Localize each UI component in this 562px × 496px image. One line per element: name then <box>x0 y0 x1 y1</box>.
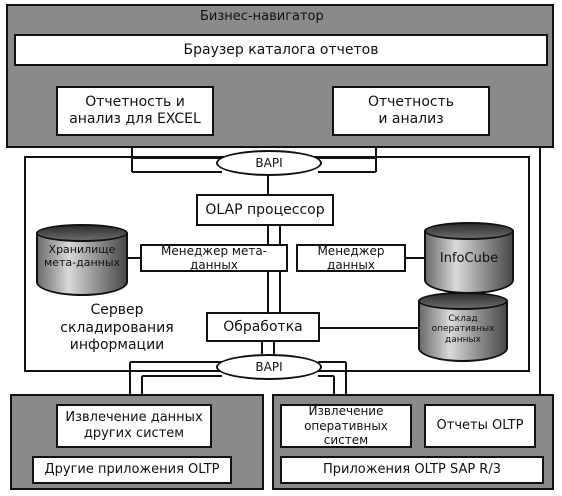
reporting-analysis-box: Отчетность и анализ <box>332 86 490 136</box>
server-label: Сервер складирования информации <box>60 302 174 353</box>
other-oltp-apps-box: Другие приложения OLTP <box>32 456 232 484</box>
metadata-manager-box: Менеджер мета-данных <box>140 244 288 272</box>
infocube-cylinder: InfoCube <box>424 222 514 294</box>
metadata-storage-cylinder: Хранилище мета-данных <box>36 224 128 296</box>
ods-cylinder: Склад оперативных данных <box>418 292 508 362</box>
bapi-top-ellipse: BAPI <box>216 150 322 176</box>
oltp-reports-box: Отчеты OLTP <box>424 404 536 448</box>
extract-other-systems-box: Извлечение данных других систем <box>56 404 212 448</box>
extract-operational-systems-box: Извлечение оперативных систем <box>280 404 412 448</box>
olap-processor-box: OLAP процессор <box>196 194 334 226</box>
excel-reporting-box: Отчетность и анализ для EXCEL <box>56 86 214 136</box>
report-catalog-browser: Браузер каталога отчетов <box>14 34 548 66</box>
bapi-bottom-ellipse: BAPI <box>216 354 322 380</box>
processing-box: Обработка <box>206 312 320 342</box>
business-navigator-title: Бизнес-навигатор <box>200 9 324 24</box>
infocube-label: InfoCube <box>439 251 499 266</box>
ods-label: Склад оперативных данных <box>431 314 495 345</box>
sap-oltp-apps-box: Приложения OLTP SAP R/3 <box>280 456 544 484</box>
metadata-storage-label: Хранилище мета-данных <box>43 243 121 269</box>
data-manager-box: Менеджер данных <box>296 244 406 272</box>
